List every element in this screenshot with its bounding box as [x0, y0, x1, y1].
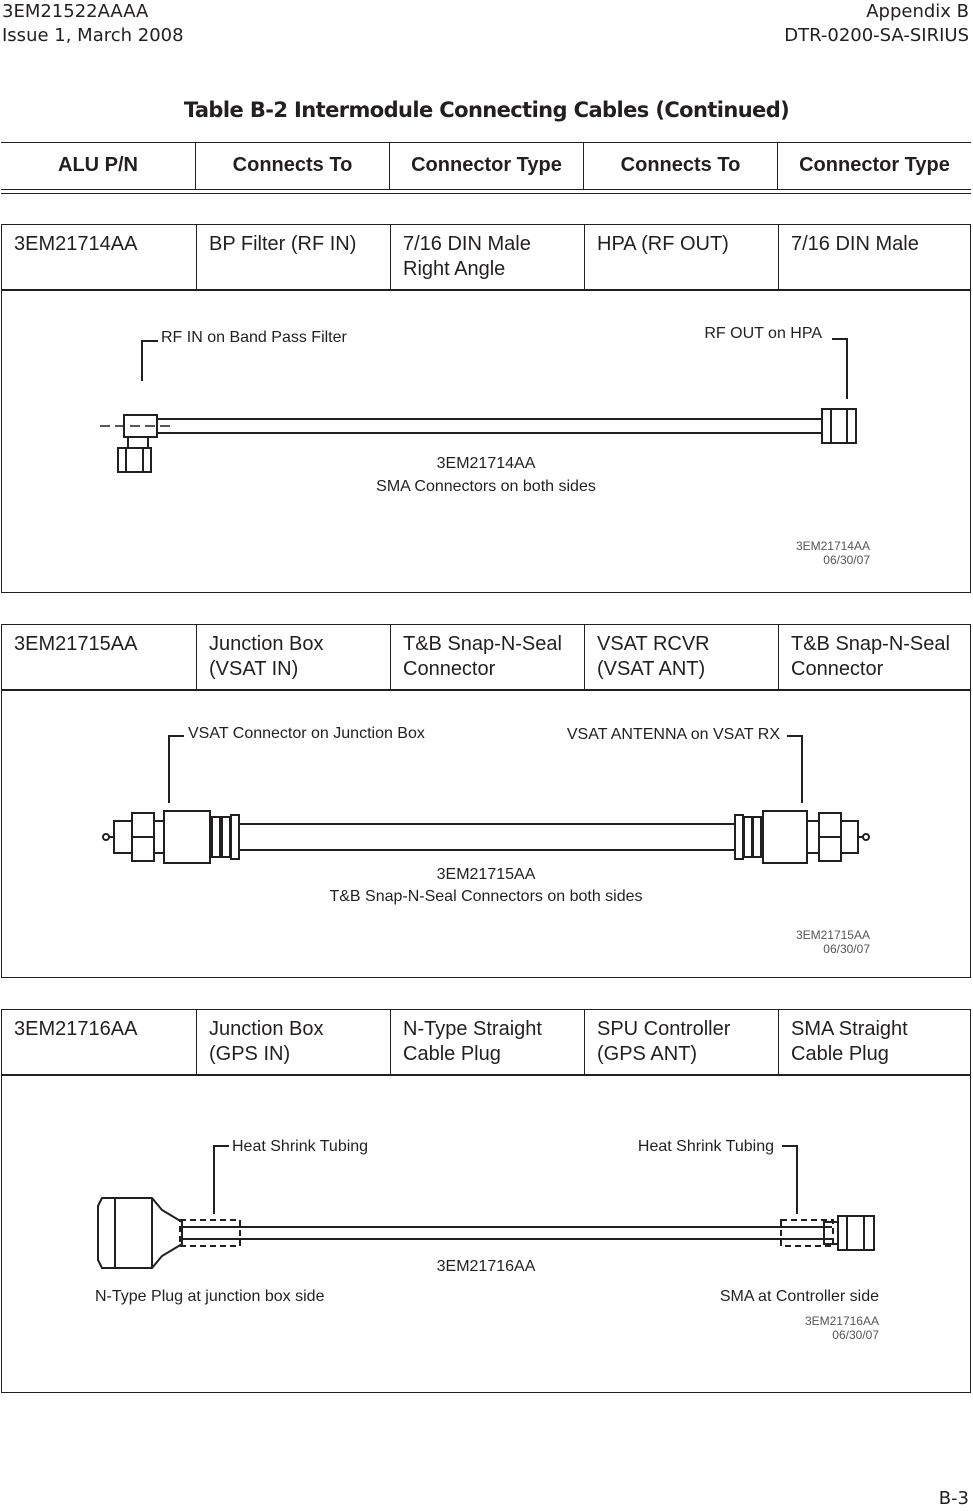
column-header: Connector Type: [389, 143, 583, 189]
table-row: 3EM21714AA BP Filter (RF IN) 7/16 DIN Ma…: [2, 225, 970, 291]
cable-block-3em21716aa: 3EM21716AA Junction Box(GPS IN) N-Type S…: [1, 1009, 971, 1393]
right-callout-label: Heat Shrink Tubing: [637, 1138, 774, 1155]
table-cell: 3EM21715AA: [14, 633, 138, 655]
sma-cable-drawing: [100, 338, 857, 473]
table-header-row: ALU P/N Connects To Connector Type Conne…: [1, 142, 971, 194]
cable-diagram: VSAT Connector on Junction Box VSAT ANTE…: [2, 691, 970, 977]
cable-block-3em21715aa: 3EM21715AA Junction Box(VSAT IN) T&B Sna…: [1, 624, 971, 978]
cable-description: SMA Connectors on both sides: [376, 478, 596, 495]
drawing-id: 3EM21716AA: [804, 1314, 879, 1328]
table-title: Table B-2 Intermodule Connecting Cables …: [183, 98, 790, 122]
drawing-date: 06/30/07: [832, 1328, 879, 1342]
table-cell: 3EM21716AA: [14, 1018, 138, 1040]
doc-number: 3EM21522AAAA: [2, 1, 149, 22]
table-cell: 3EM21714AA: [14, 233, 138, 255]
drawing-stamp: 3EM21714AA 06/30/07: [796, 539, 870, 567]
table-row: 3EM21716AA Junction Box(GPS IN) N-Type S…: [2, 1010, 970, 1076]
issue-date: Issue 1, March 2008: [2, 25, 184, 46]
drawing-stamp: 3EM21715AA 06/30/07: [796, 928, 870, 956]
cable-part-number: 3EM21716AA: [436, 1258, 536, 1275]
left-callout-label: Heat Shrink Tubing: [232, 1138, 369, 1155]
cable-description: T&B Snap-N-Seal Connectors on both sides: [329, 888, 643, 905]
right-angle-connector-neck: [127, 436, 149, 449]
straight-connector-nut: [821, 408, 857, 444]
drawing-date: 06/30/07: [823, 942, 870, 956]
table-cell: VSAT RCVR(VSAT ANT): [584, 625, 778, 689]
table-cell: SPU Controller(GPS ANT): [584, 1010, 778, 1074]
table-cell: BP Filter (RF IN): [196, 225, 390, 289]
left-leader-line: [213, 1145, 229, 1214]
table-cell: 7/16 DIN Male: [778, 225, 972, 289]
table-row: 3EM21715AA Junction Box(VSAT IN) T&B Sna…: [2, 625, 970, 691]
right-leader-line: [787, 735, 803, 803]
left-leader-line: [141, 340, 158, 381]
column-header: Connector Type: [777, 143, 971, 189]
cable-part-number: 3EM21714AA: [436, 455, 536, 472]
cable-block-3em21714aa: 3EM21714AA BP Filter (RF IN) 7/16 DIN Ma…: [1, 224, 971, 593]
right-leader-line: [832, 338, 848, 399]
header-left: 3EM21522AAAA Issue 1, March 2008: [2, 0, 184, 48]
left-callout-label: RF IN on Band Pass Filter: [161, 329, 347, 346]
table-cell: Junction Box(VSAT IN): [196, 625, 390, 689]
drawing-id: 3EM21715AA: [795, 928, 870, 942]
page-number: B-3: [938, 1488, 969, 1509]
appendix-label: Appendix B: [866, 1, 969, 22]
drawing-stamp: 3EM21716AA 06/30/07: [805, 1314, 879, 1342]
column-header: Connects To: [195, 143, 389, 189]
n-type-sma-cable-drawing: [97, 1145, 875, 1269]
left-callout-label: VSAT Connector on Junction Box: [188, 725, 425, 742]
snap-n-seal-cable-drawing: [102, 735, 870, 864]
left-leader-line: [168, 735, 184, 803]
table-cell: HPA (RF OUT): [584, 225, 778, 289]
right-callout-label: VSAT ANTENNA on VSAT RX: [566, 726, 780, 743]
column-header: Connects To: [583, 143, 777, 189]
drawing-id: 3EM21714AA: [795, 539, 870, 553]
right-angle-connector-nut: [117, 447, 152, 473]
doc-title: DTR-0200-SA-SIRIUS: [784, 25, 969, 46]
right-end-label: SMA at Controller side: [719, 1288, 879, 1305]
table-cell: Junction Box(GPS IN): [196, 1010, 390, 1074]
header-right: Appendix B DTR-0200-SA-SIRIUS: [784, 0, 969, 48]
cable-part-number: 3EM21715AA: [436, 866, 536, 883]
column-header: ALU P/N: [58, 154, 138, 176]
drawing-date: 06/30/07: [823, 553, 870, 567]
cable-diagram: RF IN on Band Pass Filter RF OUT on HPA …: [2, 291, 970, 591]
right-callout-label: RF OUT on HPA: [704, 325, 822, 342]
right-leader-line: [782, 1145, 798, 1214]
left-end-label: N-Type Plug at junction box side: [95, 1288, 325, 1305]
cable-diagram: Heat Shrink Tubing Heat Shrink Tubing 3E…: [2, 1076, 970, 1392]
